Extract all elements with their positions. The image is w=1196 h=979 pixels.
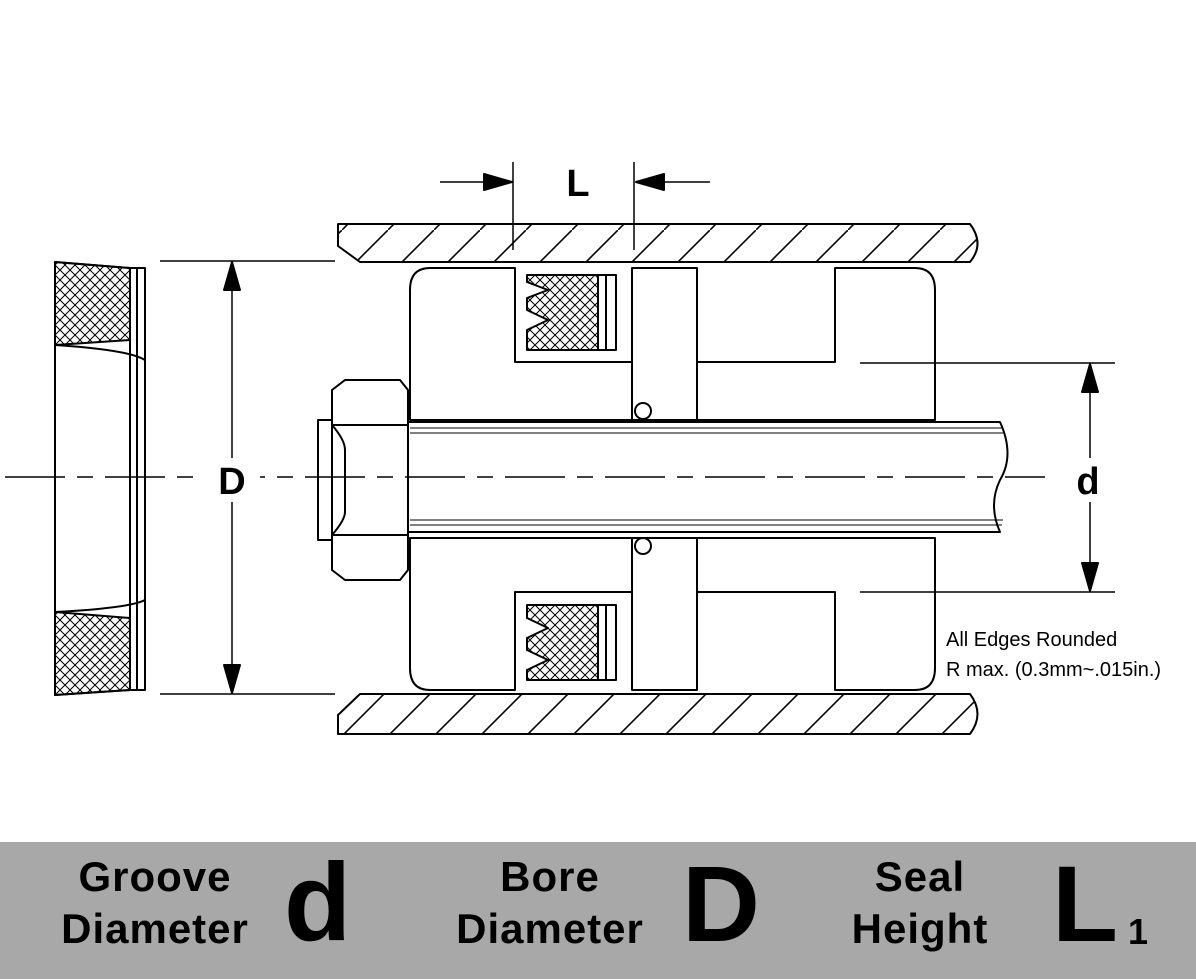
o-ring-lower	[634, 537, 652, 555]
seal-subscript: 1	[1128, 911, 1149, 952]
legend-bar: Groove Diameter d Bore Diameter D Seal H…	[0, 842, 1196, 979]
seal-label-line1: Seal	[874, 853, 966, 900]
piston-lower-half	[409, 537, 936, 691]
lower-bore-wall	[337, 693, 979, 735]
groove-symbol: d	[284, 841, 352, 964]
hex-nut	[331, 379, 409, 581]
dim-label-D: D	[218, 461, 245, 503]
seal-symbol: L	[1052, 843, 1118, 964]
groove-label-line2: Diameter	[61, 905, 249, 952]
bore-label-line1: Bore	[500, 853, 600, 900]
note-line2: R max. (0.3mm~.015in.)	[946, 659, 1161, 681]
bore-label-line2: Diameter	[456, 905, 644, 952]
seal-upper-groove	[526, 274, 617, 351]
seal-groove-diagram: D d L All Edges Rounded R max. (0.3mm~.0…	[5, 162, 1161, 735]
seal-lower-groove	[526, 604, 617, 681]
dim-label-L: L	[566, 163, 589, 205]
upper-bore-wall	[337, 223, 979, 263]
seal-side-profile	[54, 261, 146, 696]
washer	[317, 419, 333, 541]
bore-symbol: D	[682, 843, 760, 964]
o-ring-upper	[634, 402, 652, 420]
piston-upper-half	[409, 267, 936, 421]
groove-label-line1: Groove	[78, 853, 232, 900]
note-line1: All Edges Rounded	[946, 629, 1117, 651]
dim-label-d: d	[1076, 461, 1099, 503]
seal-label-line2: Height	[851, 905, 989, 952]
